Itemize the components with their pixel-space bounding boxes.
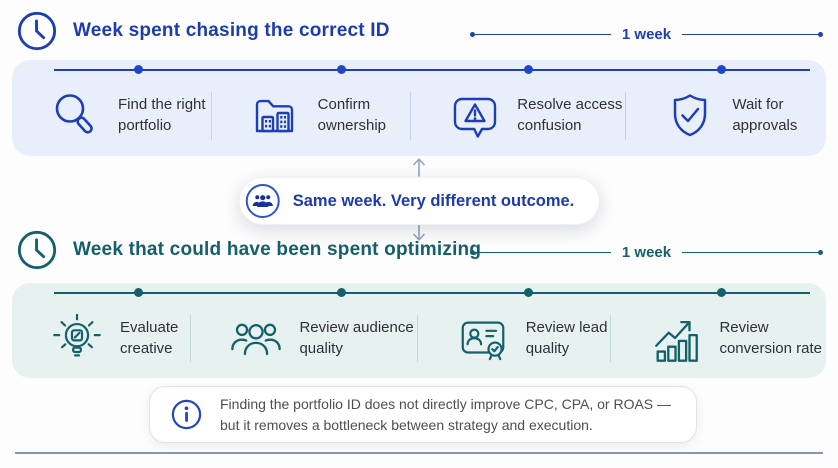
people-group-icon-ring xyxy=(245,184,280,218)
ruler-dot xyxy=(470,250,475,255)
timeline-dot xyxy=(336,65,346,74)
lightbulb-idea-icon xyxy=(53,313,101,357)
timeline-dot xyxy=(716,288,726,297)
step-confirm-ownership: Confirm ownership xyxy=(212,80,412,152)
ruler-line xyxy=(682,251,818,254)
timeline-dot xyxy=(524,288,534,297)
bottom-rule xyxy=(15,452,823,454)
step-review-audience: Review audience quality xyxy=(191,303,418,374)
step-find-portfolio: Find the right portfolio xyxy=(12,80,212,152)
section-chasing-title: Week spent chasing the correct ID xyxy=(73,20,390,41)
ruler-dot xyxy=(470,32,475,37)
optimizing-steps: Evaluate creative Review audi xyxy=(12,303,826,374)
section-chasing-header: Week spent chasing the correct ID xyxy=(16,10,390,52)
step-label: Resolve access confusion xyxy=(517,96,623,134)
timeline-dot xyxy=(336,288,346,297)
people-group-icon xyxy=(252,195,273,207)
timeline-dot xyxy=(134,65,144,74)
section-optimizing-header: Week that could have been spent optimizi… xyxy=(16,229,481,271)
step-review-lead: Review lead quality xyxy=(418,303,612,374)
info-icon xyxy=(171,399,202,430)
band-timeline xyxy=(54,292,810,294)
search-icon xyxy=(55,94,93,134)
step-wait-approvals: Wait for approvals xyxy=(626,80,826,152)
duration-ruler-chasing: 1 week xyxy=(470,26,823,43)
optimizing-band: Evaluate creative Review audi xyxy=(12,283,826,378)
footnote-text: Finding the portfolio ID does not direct… xyxy=(220,395,672,433)
arrow-up-icon xyxy=(413,158,425,177)
step-label: Evaluate creative xyxy=(120,318,179,357)
duration-ruler-optimizing: 1 week xyxy=(470,244,823,261)
comparison-pill-label: Same week. Very different outcome. xyxy=(292,191,575,210)
conversion-chart-icon xyxy=(655,320,699,362)
footnote-card: Finding the portfolio ID does not direct… xyxy=(149,386,697,443)
ruler-dot xyxy=(818,250,823,255)
ruler-line xyxy=(475,33,611,36)
ruler-line xyxy=(475,251,611,254)
timeline-dot xyxy=(716,65,726,74)
timeline-dot xyxy=(134,288,144,297)
chasing-steps: Find the right portfolio xyxy=(12,80,826,152)
step-label: Review audience quality xyxy=(299,318,414,357)
audience-icon xyxy=(231,323,282,355)
band-timeline xyxy=(54,69,810,71)
clock-icon xyxy=(17,11,57,51)
step-review-conversion: Review conversion rate xyxy=(611,303,826,374)
alert-bubble-icon xyxy=(454,97,497,138)
step-resolve-access: Resolve access confusion xyxy=(411,80,627,152)
duration-label: 1 week xyxy=(621,244,672,261)
lead-card-icon xyxy=(461,320,505,360)
step-label: Review conversion rate xyxy=(719,318,822,357)
arrow-down-icon xyxy=(413,222,425,241)
chasing-band: Find the right portfolio xyxy=(12,60,826,156)
step-evaluate-creative: Evaluate creative xyxy=(12,303,192,374)
timeline-dot xyxy=(524,65,534,74)
folder-buildings-icon xyxy=(255,99,293,133)
clock-icon xyxy=(17,230,57,270)
comparison-pill: Same week. Very different outcome. xyxy=(238,177,600,225)
step-label: Wait for approvals xyxy=(732,96,798,134)
ruler-line xyxy=(682,33,818,36)
duration-label: 1 week xyxy=(621,26,672,43)
shield-check-icon xyxy=(674,94,707,137)
step-label: Confirm ownership xyxy=(317,96,387,134)
step-label: Review lead quality xyxy=(525,318,608,357)
step-label: Find the right portfolio xyxy=(118,96,206,134)
section-optimizing-title: Week that could have been spent optimizi… xyxy=(73,239,482,260)
ruler-dot xyxy=(818,32,823,37)
